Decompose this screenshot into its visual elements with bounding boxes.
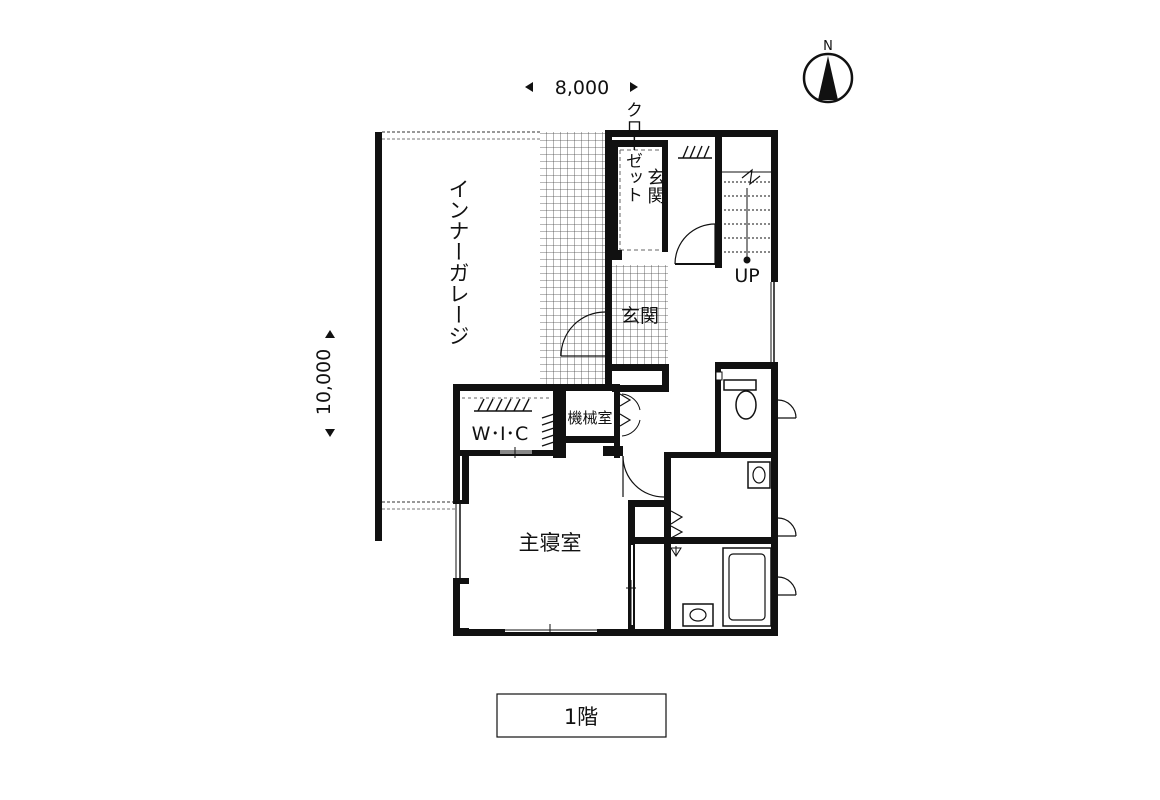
stairs-label: UP — [734, 265, 759, 287]
compass-label: N — [823, 39, 833, 54]
garage-label: インナーガレージ — [446, 178, 470, 346]
mechanical-label: 機械室 — [567, 409, 612, 427]
walk-in-closet: W･I･C — [453, 384, 560, 458]
master-bedroom: 主寝室 — [453, 446, 778, 636]
tiled-approach — [540, 132, 605, 384]
toilet-room — [715, 362, 797, 458]
entrance-lower-label: 玄関 — [621, 305, 659, 327]
master-bedroom-label: 主寝室 — [519, 531, 582, 555]
wic-label: W･I･C — [472, 423, 529, 445]
floor-label: 1階 — [564, 705, 598, 729]
wet-areas — [622, 452, 797, 630]
depth-dimension: 10,000 — [313, 330, 335, 437]
entrance-upper-label: 玄関 — [645, 168, 666, 204]
staircase: UP — [722, 168, 772, 287]
closet-label: クローゼット — [622, 101, 642, 203]
north-arrow-icon: N — [802, 39, 854, 104]
width-dimension-label: 8,000 — [555, 77, 609, 99]
entrance-block: 玄関 — [560, 130, 777, 392]
mechanical-room: 機械室 — [560, 384, 641, 458]
floor-label-box: 1階 — [496, 693, 667, 738]
depth-dimension-label: 10,000 — [313, 349, 335, 415]
garage-area: インナーガレージ — [375, 131, 540, 541]
width-dimension: 8,000 — [525, 77, 638, 99]
